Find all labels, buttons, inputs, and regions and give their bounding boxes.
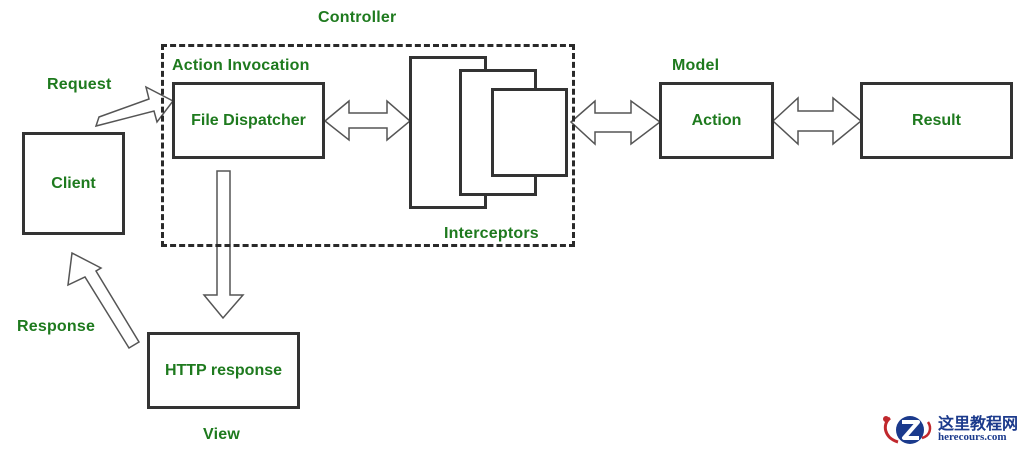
file-dispatcher-text: File Dispatcher [191, 111, 306, 129]
result-box: Result [860, 82, 1013, 159]
action-box: Action [659, 82, 774, 159]
http-response-box: HTTP response [147, 332, 300, 409]
controller-label: Controller [318, 9, 397, 26]
interceptors-label: Interceptors [444, 225, 539, 242]
http-response-text: HTTP response [164, 361, 283, 379]
controller-container [161, 44, 575, 247]
interceptors-action-arrow [569, 99, 662, 146]
interceptor-box-3 [491, 88, 568, 177]
response-label: Response [17, 318, 96, 335]
response-arrow [67, 251, 141, 350]
model-label: Model [672, 57, 720, 74]
client-text: Client [51, 174, 96, 192]
client-box: Client [22, 132, 125, 235]
view-label: View [203, 426, 240, 443]
z-globe-icon [883, 416, 932, 444]
logo-domain: herecours.com [938, 431, 1007, 443]
logo-name: 这里教程网 [938, 414, 1019, 433]
result-text: Result [912, 111, 961, 129]
request-arrow [94, 85, 175, 128]
action-text: Action [691, 111, 742, 129]
file-dispatcher-box: File Dispatcher [172, 82, 325, 159]
site-logo: 这里教程网 herecours.com [880, 408, 1030, 448]
action-invocation-label: Action Invocation [172, 57, 310, 74]
request-label: Request [47, 76, 112, 93]
action-result-arrow [771, 96, 863, 146]
